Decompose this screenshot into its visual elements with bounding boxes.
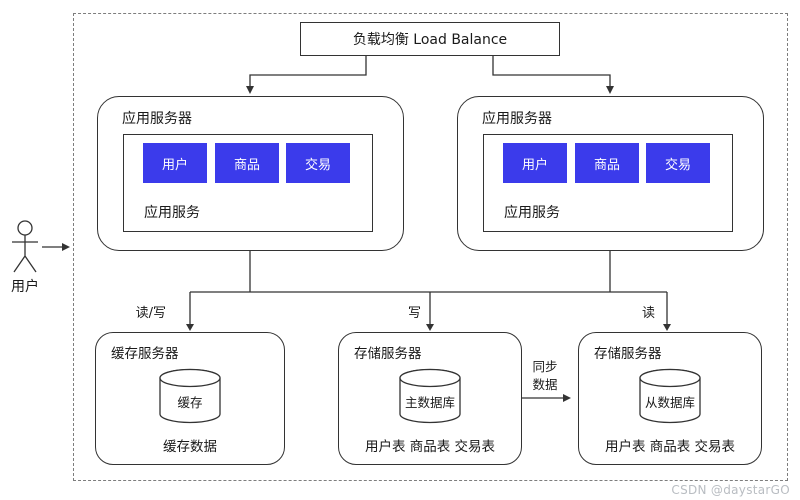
service-box-trade[interactable]: 交易 (646, 143, 710, 183)
edge-label-write: 写 (408, 306, 422, 321)
user-actor-icon (12, 220, 38, 273)
app-server-2: 应用服务器 用户 商品 交易 应用服务 (457, 96, 764, 251)
app-server-1-title: 应用服务器 (122, 111, 192, 127)
bus-to-cache-arrow (186, 292, 194, 331)
cache-server-box: 缓存服务器 缓存 缓存数据 (95, 332, 285, 465)
service-box-product[interactable]: 商品 (575, 143, 639, 183)
lb-to-appserver2-connector (492, 56, 614, 94)
service-box-trade[interactable]: 交易 (286, 143, 350, 183)
cache-server-title: 缓存服务器 (111, 346, 179, 362)
master-db-label: 主数据库 (404, 395, 455, 410)
service-box-user[interactable]: 用户 (503, 143, 567, 183)
edge-label-read-write: 读/写 (135, 306, 166, 321)
storage-master-title: 存储服务器 (354, 346, 422, 362)
cache-data-label: 缓存数据 (163, 439, 217, 455)
slave-db-label: 从数据库 (644, 395, 695, 410)
app-server-2-title: 应用服务器 (482, 111, 552, 127)
storage-slave-title: 存储服务器 (594, 346, 662, 362)
app-service-layer-label: 应用服务 (504, 205, 560, 221)
bus-to-slave-arrow (663, 292, 671, 331)
storage-server-master-box: 存储服务器 主数据库 用户表 商品表 交易表 (338, 332, 522, 465)
user-to-system-arrow (42, 243, 70, 251)
edge-label-read: 读 (642, 306, 656, 321)
slave-database-cylinder-icon: 从数据库 (637, 367, 703, 425)
app-server-1: 应用服务器 用户 商品 交易 应用服务 (97, 96, 404, 251)
lb-to-appserver1-connector (246, 56, 367, 94)
system-boundary (73, 13, 788, 481)
app-server-1-service-layer: 用户 商品 交易 应用服务 (123, 134, 373, 232)
service-box-user[interactable]: 用户 (143, 143, 207, 183)
cache-database-cylinder-icon: 缓存 (157, 367, 223, 425)
appservers-to-bus-lines (190, 249, 667, 293)
watermark: CSDN @daystarGO (671, 483, 790, 497)
master-database-cylinder-icon: 主数据库 (397, 367, 463, 425)
app-service-layer-label: 应用服务 (144, 205, 200, 221)
app-server-2-service-layer: 用户 商品 交易 应用服务 (483, 134, 733, 232)
bus-to-master-arrow (426, 292, 434, 331)
storage-server-slave-box: 存储服务器 从数据库 用户表 商品表 交易表 (578, 332, 762, 465)
edge-label-sync-data: 同步 数据 (532, 359, 558, 393)
cache-db-label: 缓存 (177, 395, 203, 410)
load-balancer-box[interactable]: 负载均衡 Load Balance (300, 22, 560, 56)
master-tables-label: 用户表 商品表 交易表 (364, 439, 496, 455)
slave-tables-label: 用户表 商品表 交易表 (604, 439, 736, 455)
service-box-product[interactable]: 商品 (215, 143, 279, 183)
master-to-slave-sync-arrow (521, 394, 571, 402)
actor-label: 用户 (11, 279, 39, 295)
